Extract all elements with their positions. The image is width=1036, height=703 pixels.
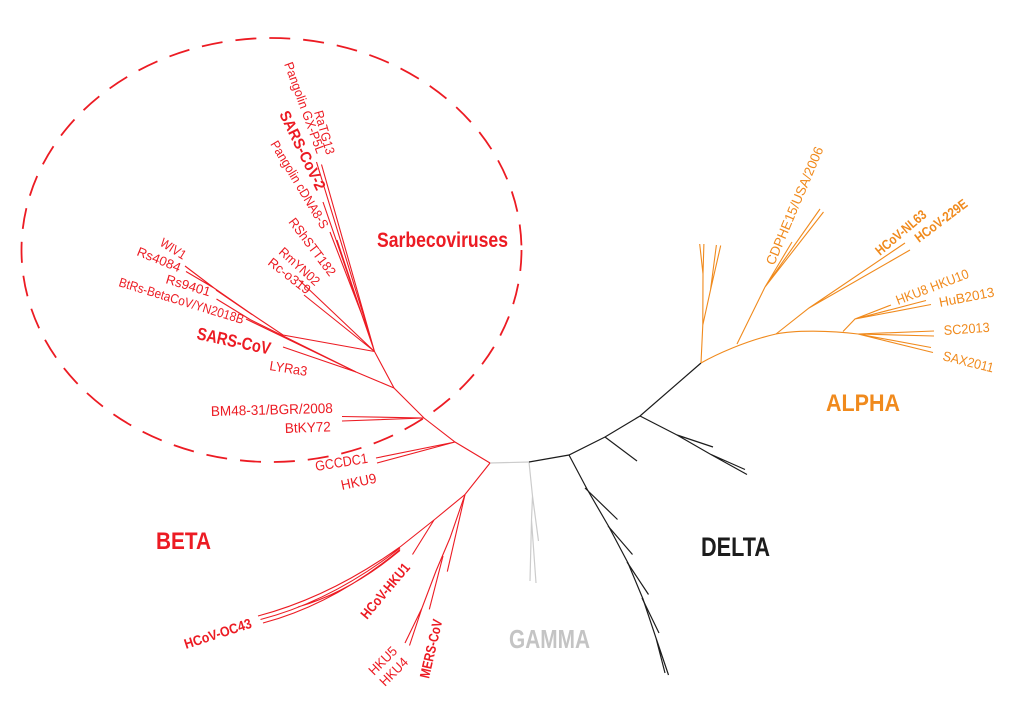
svg-text:DELTA: DELTA [701, 532, 770, 562]
svg-text:BM48-31/BGR/2008: BM48-31/BGR/2008 [211, 400, 334, 419]
svg-text:GAMMA: GAMMA [509, 624, 590, 654]
svg-text:BETA: BETA [156, 528, 211, 555]
svg-text:Sarbecoviruses: Sarbecoviruses [377, 229, 508, 252]
svg-text:SC2013: SC2013 [943, 320, 990, 338]
svg-text:HKU9: HKU9 [339, 470, 378, 493]
svg-text:BtKY72: BtKY72 [285, 418, 332, 436]
svg-text:LYRa3: LYRa3 [269, 358, 309, 379]
svg-text:ALPHA: ALPHA [826, 390, 900, 417]
